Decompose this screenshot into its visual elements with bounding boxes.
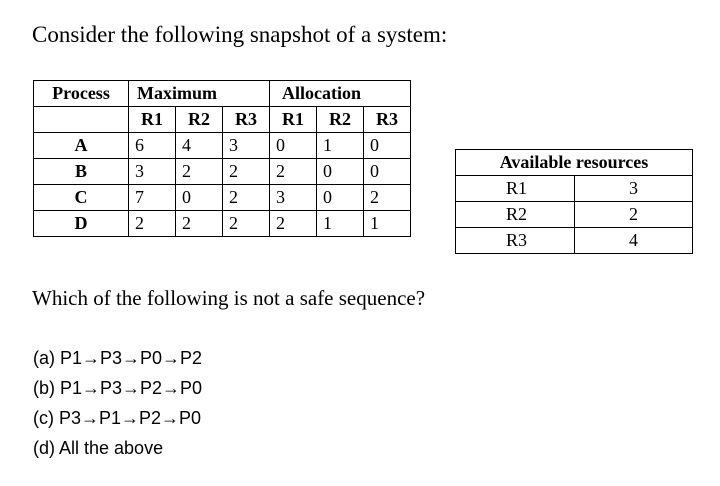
alloc-value: 0 (316, 184, 364, 211)
table-row: D 2 2 2 2 1 1 (33, 210, 411, 237)
subheader-alloc-r1: R1 (269, 106, 317, 133)
subheader-max-r1: R1 (128, 106, 176, 133)
table-row: C 7 0 2 3 0 2 (33, 184, 411, 211)
resource-name: R2 (455, 201, 575, 228)
table-subheader-row: R1 R2 R3 R1 R2 R3 (33, 106, 411, 133)
alloc-value: 0 (363, 158, 411, 185)
answer-options: (a) P1→P3→P0→P2 (b) P1→P3→P2→P0 (c) P3→P… (33, 343, 202, 463)
maximum-header: Maximum (128, 80, 270, 107)
max-value: 3 (128, 158, 176, 185)
alloc-value: 1 (316, 210, 364, 237)
max-value: 2 (175, 210, 223, 237)
option-d: (d) All the above (33, 438, 164, 458)
resource-value: 3 (574, 175, 693, 202)
resource-value: 4 (574, 227, 693, 254)
option-b: (b) P1→P3→P2→P0 (33, 378, 203, 398)
max-value: 2 (128, 210, 176, 237)
available-header: Available resources (455, 149, 693, 176)
alloc-value: 0 (363, 132, 411, 159)
snapshot-table: Process Maximum Allocation R1 R2 R3 R1 R… (33, 80, 411, 237)
allocation-header: Allocation (269, 80, 411, 107)
max-value: 3 (222, 132, 270, 159)
alloc-value: 1 (316, 132, 364, 159)
table-row: A 6 4 3 0 1 0 (33, 132, 411, 159)
process-header: Process (33, 80, 129, 107)
alloc-value: 2 (363, 184, 411, 211)
max-value: 2 (222, 210, 270, 237)
max-value: 0 (175, 184, 223, 211)
alloc-value: 3 (269, 184, 317, 211)
available-header-row: Available resources (455, 149, 693, 176)
max-value: 2 (222, 184, 270, 211)
table-row: B 3 2 2 2 0 0 (33, 158, 411, 185)
subheader-alloc-r2: R2 (316, 106, 364, 133)
available-resources-table: Available resources R1 3 R2 2 R3 4 (455, 149, 693, 254)
alloc-value: 1 (363, 210, 411, 237)
table-row: R3 4 (455, 227, 693, 254)
resource-name: R3 (455, 227, 575, 254)
option-a: (a) P1→P3→P0→P2 (33, 348, 203, 368)
process-name: A (33, 132, 129, 159)
max-value: 4 (175, 132, 223, 159)
max-value: 6 (128, 132, 176, 159)
subheader-alloc-r3: R3 (363, 106, 411, 133)
table-header-row: Process Maximum Allocation (33, 80, 411, 107)
question-text: Which of the following is not a safe seq… (32, 286, 426, 310)
alloc-value: 0 (269, 132, 317, 159)
process-name: D (33, 210, 129, 237)
max-value: 7 (128, 184, 176, 211)
empty-cell (33, 106, 129, 133)
resource-value: 2 (574, 201, 693, 228)
alloc-value: 2 (269, 210, 317, 237)
max-value: 2 (222, 158, 270, 185)
alloc-value: 2 (269, 158, 317, 185)
option-c: (c) P3→P1→P2→P0 (33, 408, 202, 428)
resource-name: R1 (455, 175, 575, 202)
process-name: B (33, 158, 129, 185)
max-value: 2 (175, 158, 223, 185)
table-row: R2 2 (455, 201, 693, 228)
subheader-max-r3: R3 (222, 106, 270, 133)
alloc-value: 0 (316, 158, 364, 185)
table-row: R1 3 (455, 175, 693, 202)
process-name: C (33, 184, 129, 211)
intro-text: Consider the following snapshot of a sys… (32, 22, 448, 47)
subheader-max-r2: R2 (175, 106, 223, 133)
